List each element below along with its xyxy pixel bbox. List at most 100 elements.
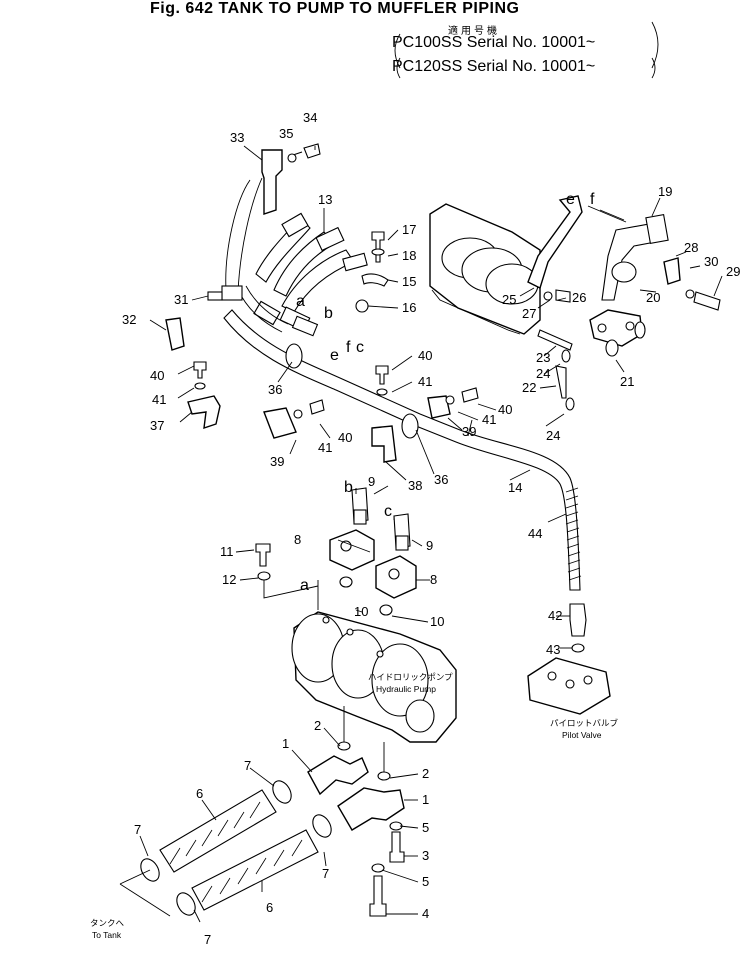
callout-3: 3 (422, 848, 429, 863)
callout-40-c: 40 (338, 430, 352, 445)
washer-18 (371, 248, 385, 256)
callout-22: 22 (522, 380, 536, 395)
hose-13-b (273, 231, 335, 297)
washer-35 (287, 153, 297, 163)
callout-11: 11 (220, 544, 234, 559)
callout-13: 13 (318, 192, 332, 207)
bolt-23 (537, 329, 573, 351)
note-to-tank-jp: タンクへ (90, 918, 125, 928)
clamp-7-d (176, 892, 196, 916)
callout-labels: 34 35 33 13 17 18 15 16 31 32 40 41 37 3… (122, 110, 740, 947)
callout-8-right: 8 (430, 572, 437, 587)
callout-28: 28 (684, 240, 698, 255)
callout-1-left: 1 (282, 736, 289, 751)
o-ring-10-right (379, 604, 393, 616)
callout-41-d: 41 (482, 412, 496, 427)
o-ring-43 (571, 643, 585, 653)
callout-32: 32 (122, 312, 136, 327)
pilot-valve-group (527, 603, 611, 715)
callout-40-d: 40 (498, 402, 512, 417)
block-8-left (329, 529, 375, 571)
callout-14: 14 (508, 480, 522, 495)
callout-12: 12 (222, 572, 236, 587)
washer-30 (685, 289, 695, 299)
muffler-assembly (429, 195, 721, 411)
bolt-17 (371, 231, 385, 263)
callout-18: 18 (402, 248, 416, 263)
callout-10-left: 10 (354, 604, 368, 619)
bolt-11 (255, 543, 271, 567)
washer-41-b (376, 388, 388, 396)
clamp-15 (361, 273, 389, 287)
note-pilot-valve-jp: パイロットバルブ (550, 718, 619, 728)
bolt-3 (389, 831, 405, 863)
note-to-tank-en: To Tank (92, 930, 122, 940)
washer-41-a (194, 382, 206, 390)
washer-24-b (565, 397, 575, 411)
callout-25: 25 (502, 292, 516, 307)
callout-36-a: 36 (268, 382, 282, 397)
callout-27: 27 (522, 306, 536, 321)
callout-10-right: 10 (430, 614, 444, 629)
bolt-40-a (193, 361, 207, 379)
callout-30: 30 (704, 254, 718, 269)
serial-line-pc100ss: PC100SS Serial No. 10001~ (392, 34, 596, 51)
figure-title: Fig. 642 TANK TO PUMP TO MUFFLER PIPING (150, 0, 520, 17)
main-return-pipe (187, 309, 582, 591)
clamp-36-left (285, 343, 303, 369)
callout-39-b: 39 (462, 424, 476, 439)
fitting-42 (569, 603, 587, 637)
callout-9-c: 9 (426, 538, 433, 553)
note-pilot-valve-en: Pilot Valve (562, 730, 602, 740)
callout-31: 31 (174, 292, 188, 307)
bolt-40-c (309, 399, 325, 415)
header-brackets (394, 21, 659, 79)
callout-16: 16 (402, 300, 416, 315)
tag-f-upper: f (346, 339, 351, 356)
callout-24-a: 24 (536, 366, 550, 381)
washer-24-a (561, 349, 571, 363)
bracket-28 (663, 257, 681, 285)
bracket-33 (261, 149, 283, 215)
callout-38: 38 (408, 478, 422, 493)
suction-hose-group (119, 741, 405, 917)
callout-7-b: 7 (134, 822, 141, 837)
tag-c-upper: c (356, 339, 364, 356)
callout-39-a: 39 (270, 454, 284, 469)
callout-26: 26 (572, 290, 586, 305)
spring-guard-44 (565, 487, 582, 581)
elbow-1-right (337, 787, 405, 831)
suction-hose-6-lower (191, 829, 319, 911)
callout-36-b: 36 (434, 472, 448, 487)
note-hydraulic-pump-en: Hydraulic Pump (376, 684, 436, 694)
callout-34: 34 (303, 110, 317, 125)
callout-6-upper: 6 (196, 786, 203, 801)
tag-c-lower: c (384, 503, 392, 520)
callout-21: 21 (620, 374, 634, 389)
callout-19: 19 (658, 184, 672, 199)
callout-37: 37 (150, 418, 164, 433)
callout-17: 17 (402, 222, 416, 237)
bolt-29 (693, 291, 721, 311)
callout-7-d: 7 (204, 932, 211, 947)
tag-f-lower: f (590, 191, 595, 208)
o-ring-16 (355, 299, 369, 313)
leader-lines (139, 145, 723, 923)
tag-b-upper: b (324, 305, 333, 322)
callout-4: 4 (422, 906, 429, 921)
clamp-39-left (263, 407, 297, 439)
component-notes: ハイドロリックポンプ Hydraulic Pump パイロットバルブ Pilot… (90, 672, 619, 940)
callout-24-b: 24 (546, 428, 560, 443)
elbow-1-left (307, 755, 369, 796)
callout-33: 33 (230, 130, 244, 145)
clamp-7-a (272, 780, 292, 804)
callout-35: 35 (279, 126, 293, 141)
callout-41-a: 41 (152, 392, 166, 407)
callout-5-lower: 5 (422, 874, 429, 889)
bolt-40-d (461, 387, 479, 403)
bracket-37 (187, 395, 221, 430)
callout-44: 44 (528, 526, 542, 541)
hose-14 (223, 309, 581, 591)
